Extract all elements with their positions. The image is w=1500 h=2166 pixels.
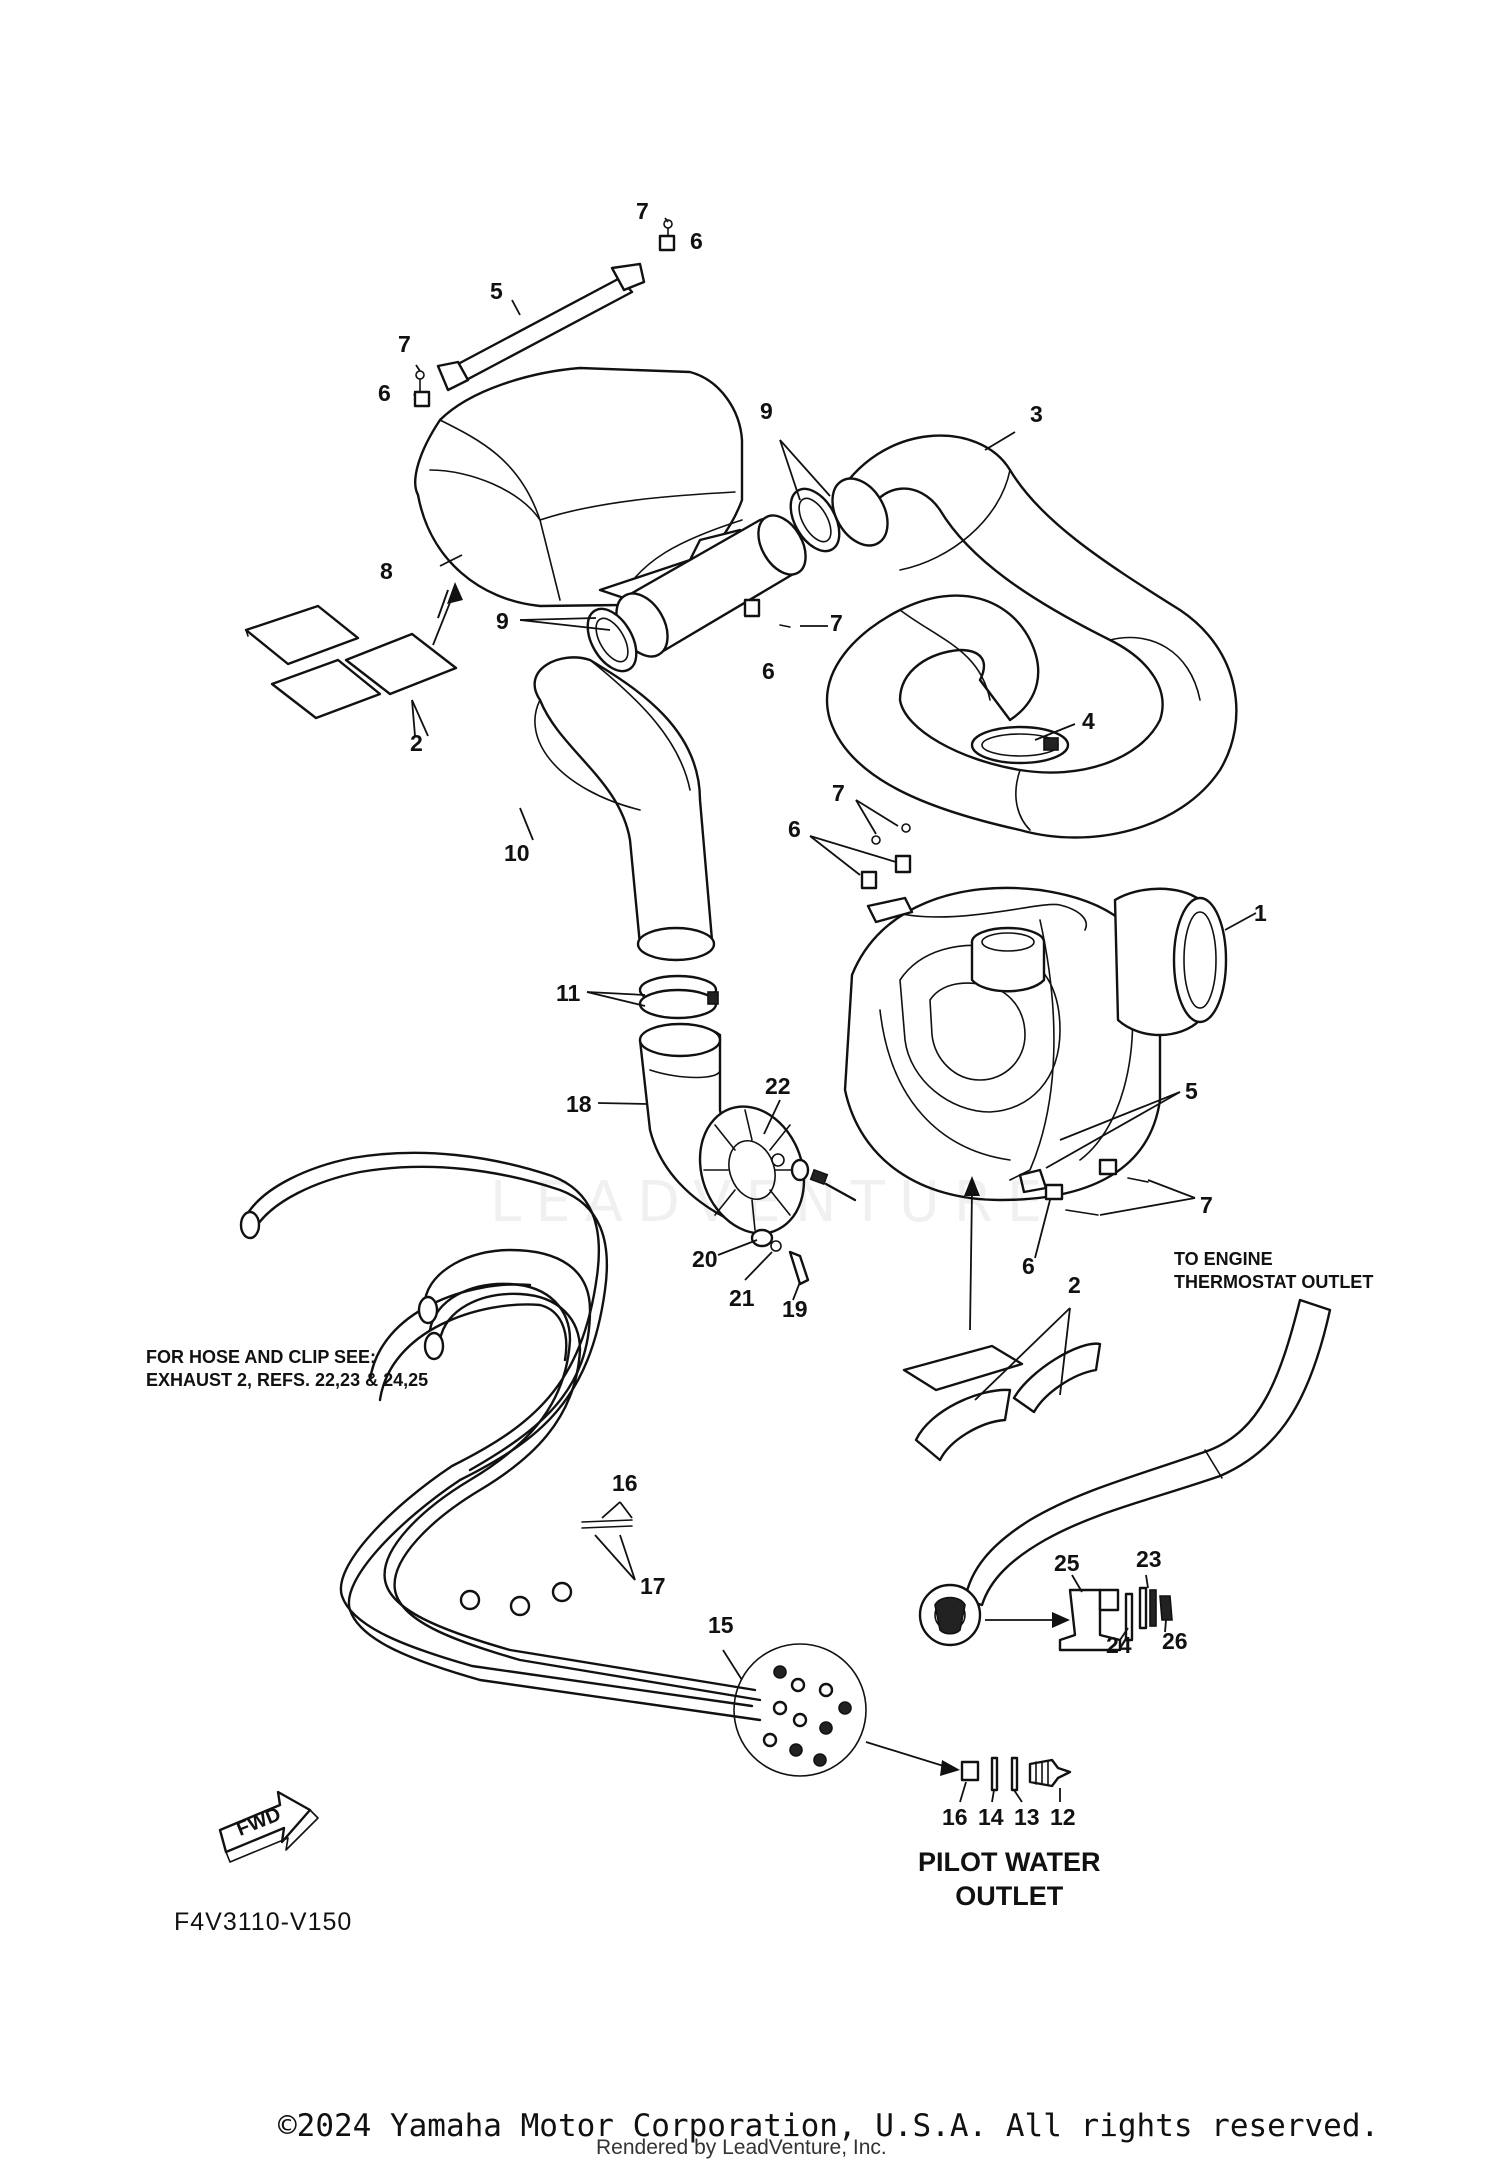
callout-16: 16 <box>942 1804 968 1830</box>
callout-9: 9 <box>760 398 773 424</box>
callout-23: 23 <box>1136 1546 1162 1572</box>
callout-5: 5 <box>490 278 503 304</box>
callout-6: 6 <box>1022 1253 1035 1279</box>
callout-13: 13 <box>1014 1804 1040 1830</box>
hose-thermostat <box>918 1298 1332 1647</box>
note-hose-and-clip: FOR HOSE AND CLIP SEE: EXHAUST 2, REFS. … <box>146 1347 429 1391</box>
callout-24: 24 <box>1106 1632 1132 1658</box>
callout-21: 21 <box>729 1285 755 1311</box>
callout-10: 10 <box>504 840 530 866</box>
callout-1: 1 <box>1254 900 1267 926</box>
clamp-11 <box>638 974 719 1020</box>
chamber-1 <box>843 886 1228 1202</box>
hoses-15 <box>239 1151 762 1722</box>
callout-26: 26 <box>1162 1628 1188 1654</box>
gasket-24 <box>1124 1592 1134 1642</box>
callout-15: 15 <box>708 1612 734 1638</box>
diagram-code: F4V3110-V150 <box>174 1908 353 1936</box>
hose-3 <box>825 434 1238 839</box>
rendered-by-notice: Rendered by LeadVenture, Inc. <box>596 2136 887 2159</box>
callout-7: 7 <box>636 198 649 224</box>
copyright-notice: ©2024 Yamaha Motor Corporation, U.S.A. A… <box>278 2108 1380 2144</box>
callout-4: 4 <box>1082 708 1095 734</box>
nut-26 <box>1159 1595 1173 1621</box>
strap-5-chamber <box>866 896 1087 1194</box>
callout-9: 9 <box>496 608 509 634</box>
pads-2-left <box>244 604 458 720</box>
clamp-9-a <box>586 607 638 673</box>
callout-22: 22 <box>765 1073 791 1099</box>
callout-14: 14 <box>978 1804 1004 1830</box>
callout-8: 8 <box>380 558 393 584</box>
callout-2: 2 <box>410 730 423 756</box>
nut-6-top <box>658 219 676 252</box>
washer-23 <box>1138 1586 1157 1630</box>
fitting-25 <box>1058 1588 1122 1652</box>
callout-16: 16 <box>612 1470 638 1496</box>
pilot-outlet-parts <box>960 1756 1072 1792</box>
callout-6: 6 <box>378 380 391 406</box>
clip-17 <box>581 1519 633 1529</box>
pads-2-right <box>902 1342 1102 1462</box>
callout-12: 12 <box>1050 1804 1076 1830</box>
nut-6-left <box>413 370 431 408</box>
nut-6-mid <box>743 598 791 628</box>
hose-10 <box>533 656 716 962</box>
straight-tube <box>615 514 807 658</box>
strap-5-top <box>436 262 646 392</box>
callout-6: 6 <box>762 658 775 684</box>
callout-6: 6 <box>690 228 703 254</box>
callout-20: 20 <box>692 1246 718 1272</box>
label-pilot-water-outlet: PILOT WATER OUTLET <box>918 1847 1101 1911</box>
callout-6: 6 <box>788 816 801 842</box>
callout-2: 2 <box>1068 1272 1081 1298</box>
bolt-hardware <box>750 1153 857 1286</box>
callout-5: 5 <box>1185 1078 1198 1104</box>
callout-17: 17 <box>640 1573 666 1599</box>
callout-7: 7 <box>832 780 845 806</box>
outlet-fittings-plate <box>733 1643 867 1777</box>
watermark: LEADVENTURE <box>490 1170 1057 1235</box>
callout-25: 25 <box>1054 1550 1080 1576</box>
callout-7: 7 <box>830 610 843 636</box>
nuts-6-upper <box>860 823 912 890</box>
nuts-6-lower <box>1044 1158 1149 1216</box>
callout-19: 19 <box>782 1296 808 1322</box>
callout-7: 7 <box>398 331 411 357</box>
callout-18: 18 <box>566 1091 592 1117</box>
note-engine-thermostat: TO ENGINE THERMOSTAT OUTLET <box>1174 1249 1374 1293</box>
fwd-arrow <box>218 1790 319 1863</box>
callout-7: 7 <box>1200 1192 1213 1218</box>
callout-3: 3 <box>1030 401 1043 427</box>
leader-lines <box>411 217 1257 1803</box>
callout-11: 11 <box>556 980 581 1006</box>
